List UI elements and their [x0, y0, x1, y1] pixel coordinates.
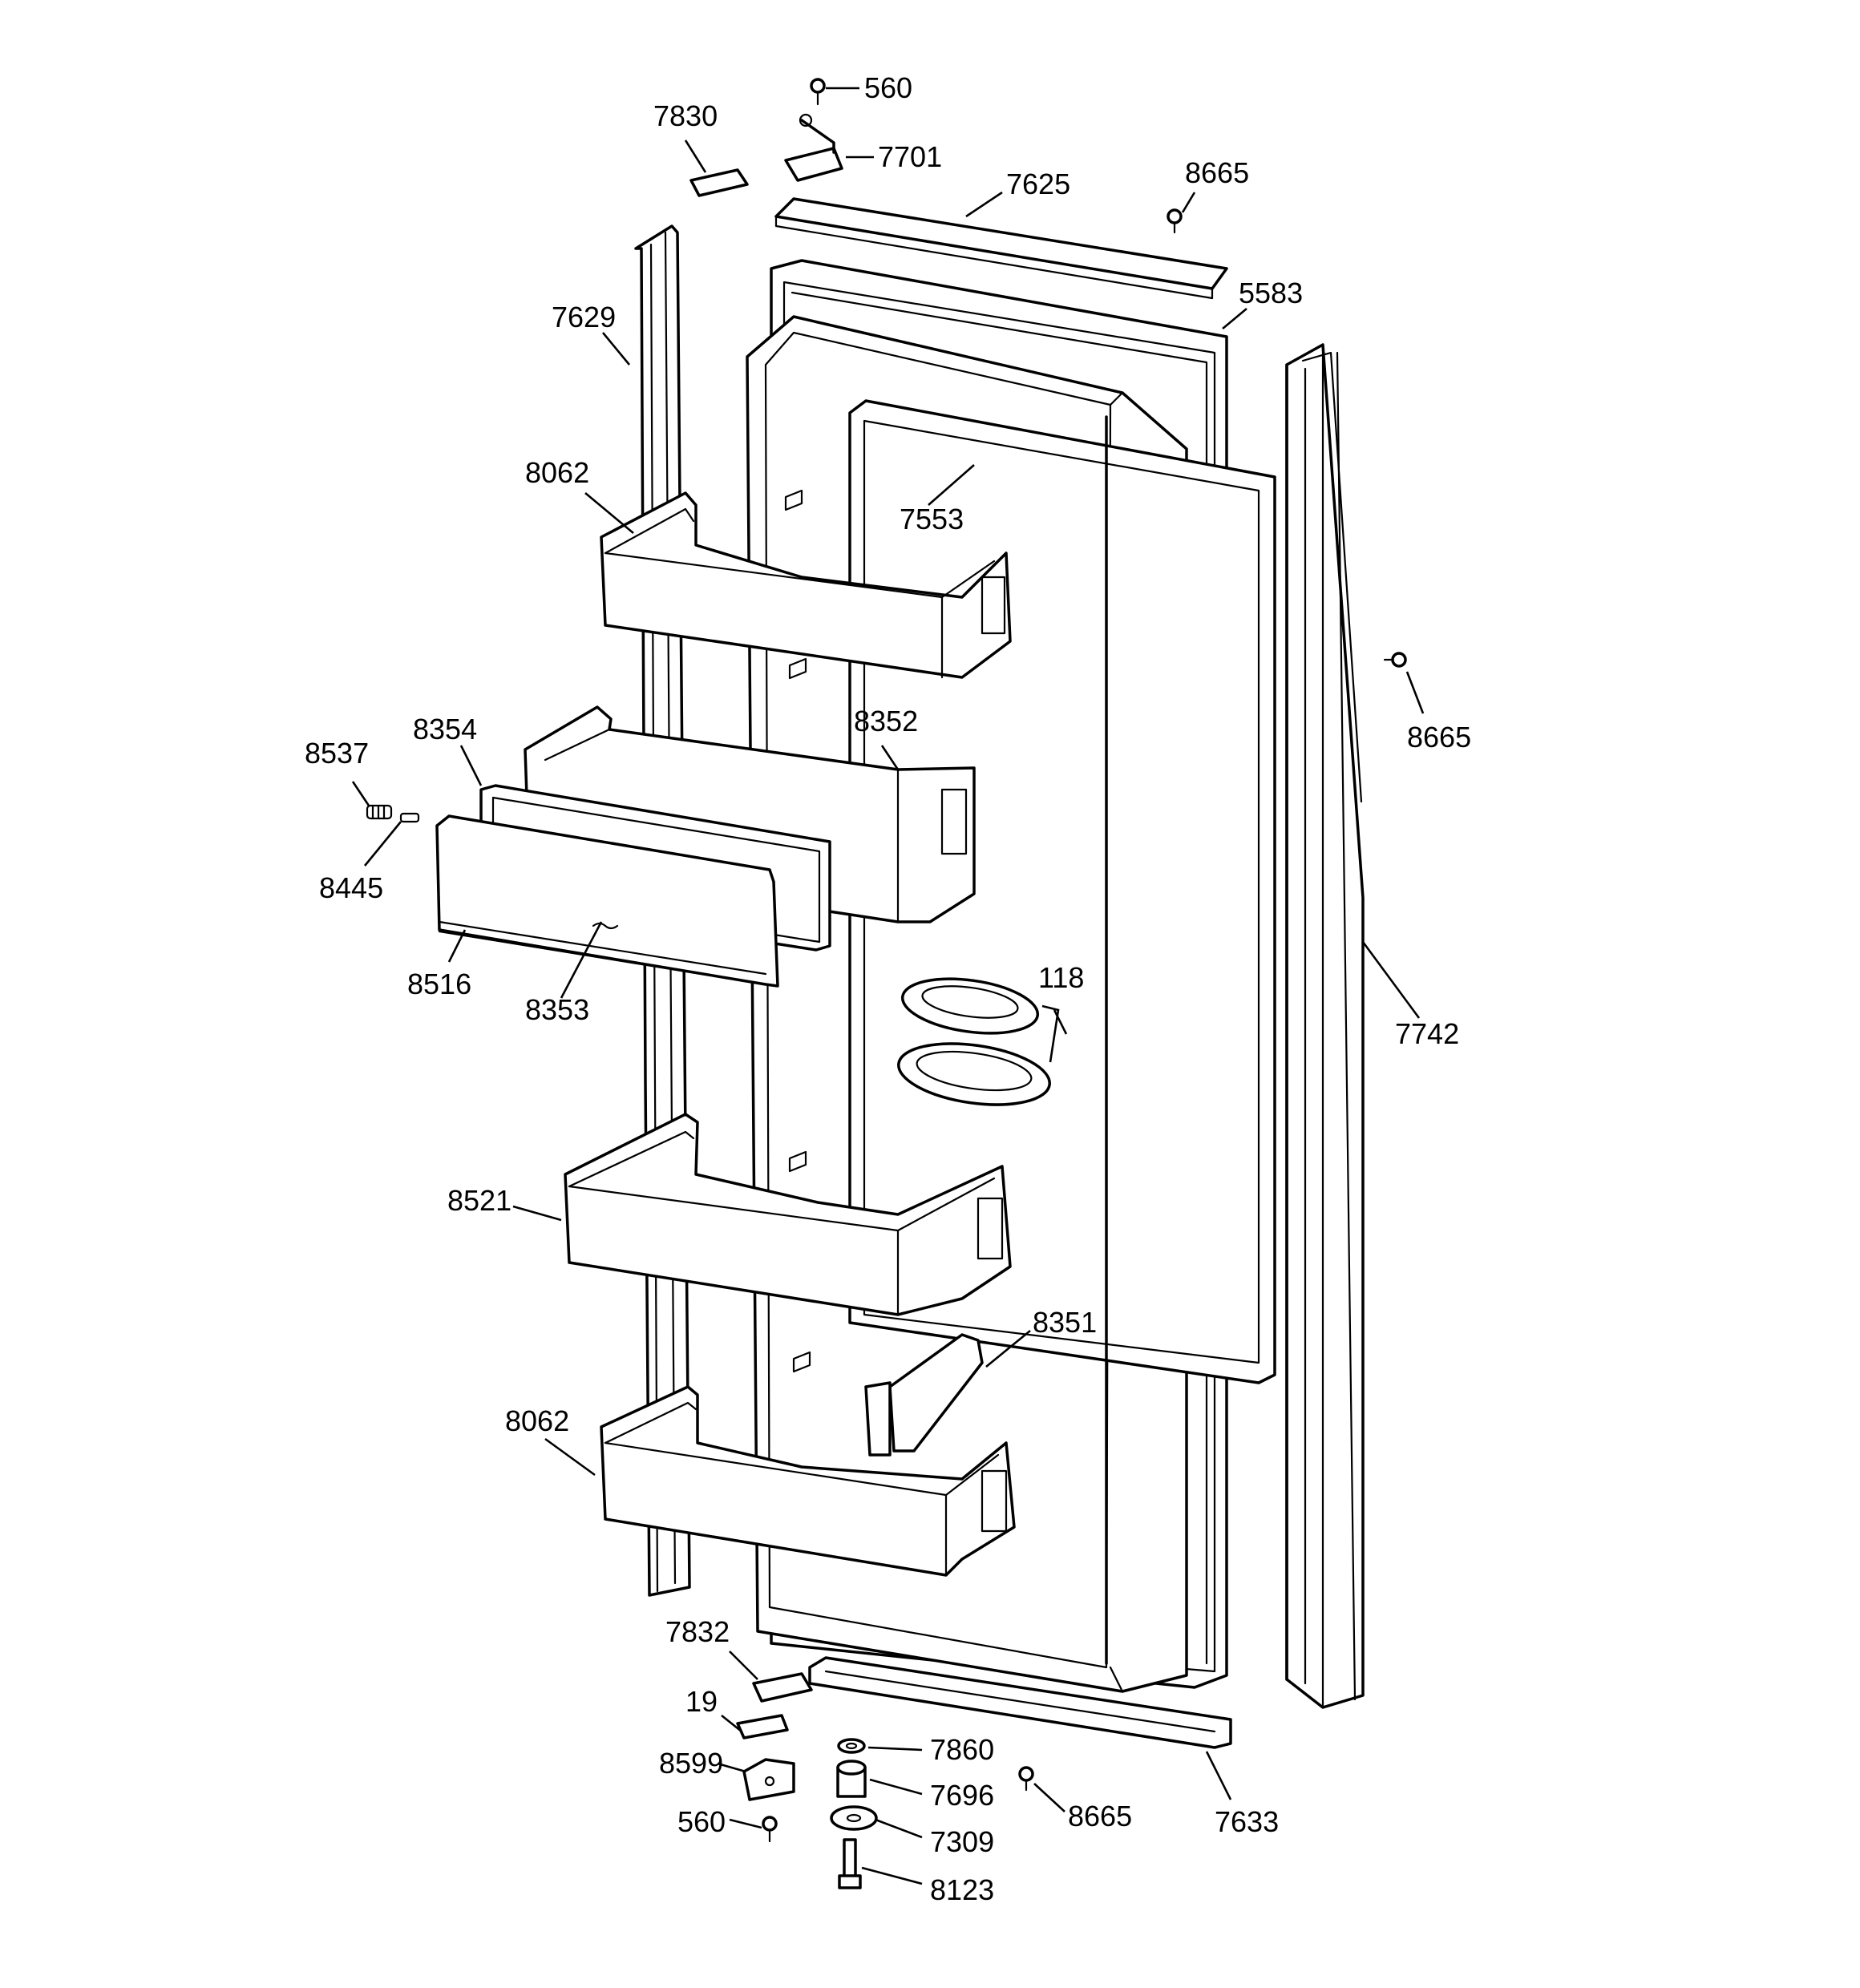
egg-tray-upper: [900, 977, 1040, 1035]
washer-7309: [830, 1805, 878, 1831]
callout-19: 19: [685, 1685, 718, 1718]
screw-560-top: [810, 78, 826, 106]
leader-lines: [351, 87, 1425, 1885]
callout-7696: 7696: [930, 1779, 994, 1812]
callout-8516: 8516: [407, 968, 471, 1000]
screw-560-bottom: [762, 1816, 778, 1843]
door-bin-bottom: [600, 1385, 1016, 1577]
liner-tabs: [784, 489, 811, 1373]
callout-8062-bottom: 8062: [505, 1404, 569, 1437]
callout-8351: 8351: [1033, 1306, 1097, 1339]
dairy-door-pin: [399, 812, 420, 823]
callout-8665-top: 8665: [1185, 156, 1249, 189]
callout-560-top: 560: [864, 71, 912, 104]
door-cover-8351: [864, 1333, 984, 1457]
callout-7625: 7625: [1006, 168, 1070, 200]
bolt-8123: [838, 1838, 862, 1889]
callout-8521: 8521: [447, 1184, 512, 1217]
callout-8352: 8352: [854, 705, 918, 737]
callout-7742: 7742: [1395, 1017, 1459, 1050]
callout-5583: 5583: [1239, 277, 1303, 309]
callout-8354: 8354: [413, 713, 477, 746]
bushing-7696: [836, 1760, 867, 1798]
callout-7553: 7553: [900, 503, 964, 535]
dairy-door-spring: [366, 804, 393, 820]
callout-8123: 8123: [930, 1873, 994, 1906]
callout-8445: 8445: [319, 871, 383, 904]
callout-8353: 8353: [525, 993, 589, 1026]
callout-8665-bottom: 8665: [1068, 1800, 1132, 1832]
screw-8665-top: [1167, 208, 1183, 234]
bottom-shim: [736, 1714, 789, 1740]
top-hinge: [784, 113, 843, 182]
callout-7701: 7701: [878, 140, 942, 173]
callout-7309: 7309: [930, 1825, 994, 1858]
bottom-hinge-bracket: [742, 1758, 795, 1801]
washer-7860: [837, 1738, 866, 1754]
callout-7860: 7860: [930, 1733, 994, 1766]
egg-tray-lower: [897, 1042, 1051, 1106]
callout-8537: 8537: [305, 737, 369, 770]
callout-8665-right: 8665: [1407, 721, 1471, 754]
callout-7629: 7629: [552, 301, 616, 333]
door-trim-right: [1285, 343, 1365, 1709]
callout-118: 118: [1038, 961, 1084, 994]
callout-labels: 560 7830 7701 7625 8665 5583 7629 8062 7…: [305, 71, 1471, 1906]
callout-8062-top: 8062: [525, 456, 589, 489]
screw-8665-right: [1383, 652, 1407, 668]
callout-7830: 7830: [653, 99, 718, 132]
door-bin-middle: [564, 1113, 1012, 1316]
dairy-door: [435, 814, 779, 988]
door-bottom-cap: [808, 1656, 1232, 1749]
door-bin-top: [600, 491, 1012, 679]
top-hinge-cover: [689, 168, 749, 197]
callout-7832: 7832: [665, 1615, 730, 1648]
callout-8599: 8599: [659, 1747, 723, 1780]
bottom-hinge-cover: [752, 1672, 813, 1703]
door-top-cap: [774, 197, 1228, 300]
callout-7633: 7633: [1215, 1805, 1279, 1838]
screw-8665-bottom: [1018, 1766, 1034, 1792]
callout-560-bottom: 560: [677, 1805, 726, 1838]
